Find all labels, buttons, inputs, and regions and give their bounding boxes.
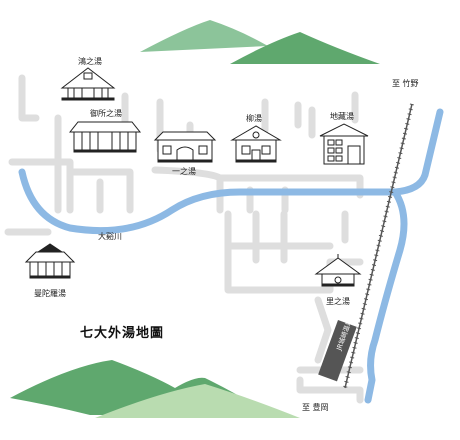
pagoda-hall-icon[interactable]	[24, 243, 76, 279]
temple-roof-icon[interactable]	[60, 67, 116, 101]
roads	[4, 74, 364, 404]
bath-label-kounoyu[interactable]: 鴻之湯	[78, 57, 102, 66]
mountains-top	[140, 20, 380, 64]
pavilion-icon[interactable]	[314, 254, 362, 287]
bath-label-ichinoyu[interactable]: 一之湯	[172, 167, 196, 176]
map-title: 七大外湯地圖	[80, 326, 165, 341]
bath-label-jizouyu[interactable]: 地藏湯	[330, 112, 354, 121]
gabled-bathhouse-icon[interactable]	[230, 125, 282, 163]
modern-building-icon[interactable]	[319, 123, 369, 165]
bathhouse-icon[interactable]	[153, 131, 217, 163]
bath-label-satonoyu[interactable]: 里之湯	[326, 297, 350, 306]
river	[18, 108, 444, 404]
river-label: 大谿川	[98, 232, 122, 241]
bath-label-yanagiyu[interactable]: 柳湯	[246, 114, 262, 123]
bath-label-goshonoyu[interactable]: 御所之湯	[90, 109, 122, 118]
station[interactable]: JR城崎温泉駅	[318, 309, 361, 382]
railway: JR城崎温泉駅	[318, 103, 414, 389]
direction-north-label: 至 竹野	[392, 79, 419, 88]
palace-hall-icon[interactable]	[68, 121, 142, 153]
direction-south-label: 至 豊岡	[302, 403, 329, 412]
mountains-bottom	[10, 360, 300, 418]
bath-label-mandarayu[interactable]: 曼陀羅湯	[34, 289, 66, 298]
